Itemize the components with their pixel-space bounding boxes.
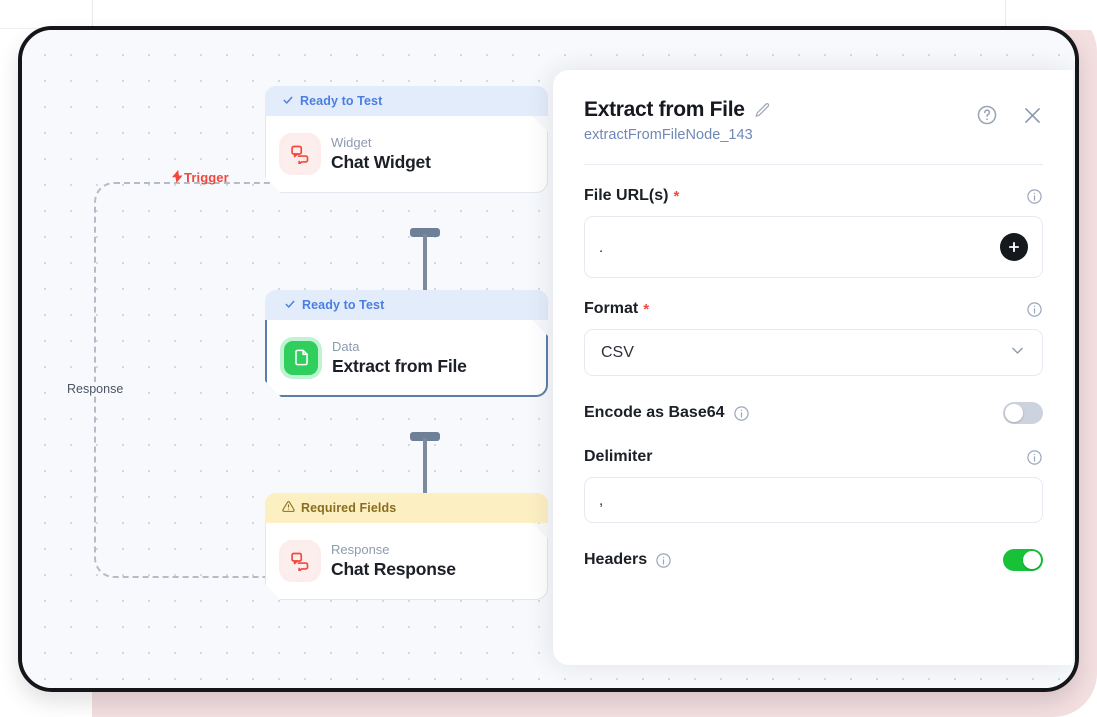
node-status-badge: Ready to Test	[265, 86, 548, 116]
node-chat-widget[interactable]: Ready to Test Widget Chat Widget	[265, 86, 548, 193]
trigger-label: Trigger	[172, 170, 229, 185]
decorative-seam-vertical-right	[1005, 0, 1006, 28]
chat-bubbles-icon	[283, 544, 317, 578]
field-label-text: Delimiter	[584, 448, 653, 465]
connector-line-1	[423, 234, 427, 306]
page-title: Extract from File	[584, 98, 745, 121]
node-status-text: Required Fields	[301, 501, 397, 515]
node-config-panel: Extract from File extractFromFileNode_14…	[553, 70, 1073, 665]
field-delimiter: Delimiter ,	[584, 448, 1043, 523]
node-title-label: Extract from File	[332, 355, 467, 376]
node-title-label: Chat Response	[331, 559, 456, 579]
panel-divider	[584, 164, 1043, 165]
toggle-knob	[1023, 551, 1041, 569]
field-label: File URL(s) *	[584, 187, 679, 205]
trigger-label-text: Trigger	[184, 170, 229, 185]
node-status-text: Ready to Test	[302, 298, 385, 312]
format-selected-value: CSV	[601, 343, 634, 361]
field-label-text: File URL(s)	[584, 187, 669, 204]
info-icon[interactable]	[1026, 449, 1043, 466]
node-kind-label: Data	[332, 338, 360, 354]
close-icon[interactable]	[1022, 105, 1043, 126]
field-label: Delimiter	[584, 448, 652, 466]
workflow-canvas[interactable]: Trigger Response Ready to Test	[22, 30, 1075, 688]
info-icon[interactable]	[1026, 301, 1043, 318]
field-label-row: Delimiter	[584, 448, 1043, 466]
chevron-down-icon	[1009, 342, 1026, 364]
connector-handle-top-1[interactable]	[410, 228, 440, 237]
device-frame: Trigger Response Ready to Test	[18, 26, 1079, 692]
node-extract-from-file[interactable]: Ready to Test Data Extract from File	[265, 290, 548, 397]
field-label-text: Encode as Base64	[584, 404, 725, 421]
field-label: Format *	[584, 300, 649, 318]
node-text: Widget Chat Widget	[331, 135, 431, 173]
warning-icon	[282, 500, 295, 516]
field-label: Encode as Base64	[584, 404, 750, 422]
file-document-icon	[284, 341, 318, 375]
panel-title-row: Extract from File	[584, 98, 1043, 122]
node-status-badge: Ready to Test	[265, 290, 548, 320]
node-body[interactable]: Response Chat Response	[265, 523, 548, 600]
node-body[interactable]: Widget Chat Widget	[265, 116, 548, 193]
field-label: Headers	[584, 551, 672, 569]
toggle-knob	[1005, 404, 1023, 422]
decorative-seam-vertical-left	[92, 0, 93, 28]
check-icon	[284, 298, 296, 313]
panel-header: Extract from File extractFromFileNode_14…	[584, 98, 1043, 143]
panel-actions	[976, 104, 1043, 126]
info-icon[interactable]	[733, 405, 750, 422]
node-text: Response Chat Response	[331, 542, 456, 580]
field-format: Format * CSV	[584, 300, 1043, 376]
field-label-row: File URL(s) *	[584, 187, 1043, 205]
node-body[interactable]: Data Extract from File	[265, 320, 548, 397]
node-title-label: Chat Widget	[331, 152, 431, 172]
trigger-response-loop-path	[94, 182, 304, 578]
decorative-top-strip	[0, 0, 1097, 30]
check-icon	[282, 94, 294, 109]
node-text: Data Extract from File	[332, 339, 467, 377]
format-select[interactable]: CSV	[584, 329, 1043, 376]
file-urls-input[interactable]: .	[584, 216, 1043, 278]
node-status-badge: Required Fields	[265, 493, 548, 523]
connector-handle-top-2[interactable]	[410, 432, 440, 441]
field-label-row: Format *	[584, 300, 1043, 318]
field-label-text: Format	[584, 300, 639, 317]
delimiter-input[interactable]: ,	[584, 477, 1043, 523]
info-icon[interactable]	[655, 552, 672, 569]
headers-toggle[interactable]	[1003, 549, 1043, 571]
file-urls-value: .	[599, 238, 604, 256]
node-id-label: extractFromFileNode_143	[584, 127, 753, 143]
response-label: Response	[62, 382, 129, 396]
info-icon[interactable]	[1026, 188, 1043, 205]
encode-base64-toggle[interactable]	[1003, 402, 1043, 424]
chat-bubbles-icon	[283, 137, 317, 171]
field-file-urls: File URL(s) * .	[584, 187, 1043, 278]
node-kind-label: Response	[331, 542, 390, 557]
field-label-text: Headers	[584, 551, 648, 568]
required-marker: *	[643, 300, 650, 318]
pencil-icon[interactable]	[754, 102, 771, 119]
field-encode-base64: Encode as Base64	[584, 402, 1043, 424]
field-headers: Headers	[584, 549, 1043, 571]
delimiter-value: ,	[599, 491, 604, 509]
bolt-icon	[172, 170, 183, 185]
node-chat-response[interactable]: Required Fields Response Chat Response	[265, 493, 548, 600]
node-status-text: Ready to Test	[300, 94, 383, 108]
required-marker: *	[673, 187, 680, 205]
node-kind-label: Widget	[331, 135, 372, 150]
question-circle-icon[interactable]	[976, 104, 998, 126]
plus-icon[interactable]	[1000, 233, 1028, 261]
connector-line-2	[423, 438, 427, 510]
